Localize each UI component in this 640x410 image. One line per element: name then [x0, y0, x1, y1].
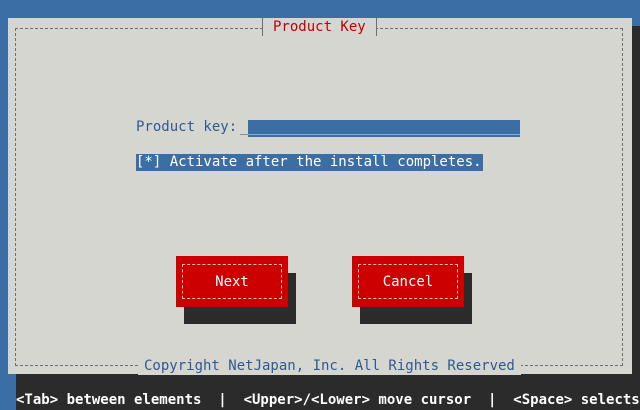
cancel-button-label: Cancel — [358, 264, 458, 299]
text-cursor: _ — [240, 119, 249, 135]
next-button[interactable]: Next — [176, 256, 288, 307]
status-bar: <Tab> between elements | <Upper>/<Lower>… — [16, 390, 640, 410]
cancel-button[interactable]: Cancel — [352, 256, 464, 307]
product-key-dialog: Product Key Product key: _ _____________… — [8, 18, 632, 375]
next-button-label: Next — [182, 264, 282, 299]
dialog-frame — [15, 28, 623, 366]
activate-checkbox[interactable]: [*] Activate after the install completes… — [136, 154, 483, 171]
copyright-text: Copyright NetJapan, Inc. All Rights Rese… — [138, 357, 521, 375]
product-key-input[interactable] — [248, 120, 520, 137]
product-key-label: Product key: — [136, 119, 238, 135]
dialog-title: Product Key — [262, 18, 377, 36]
